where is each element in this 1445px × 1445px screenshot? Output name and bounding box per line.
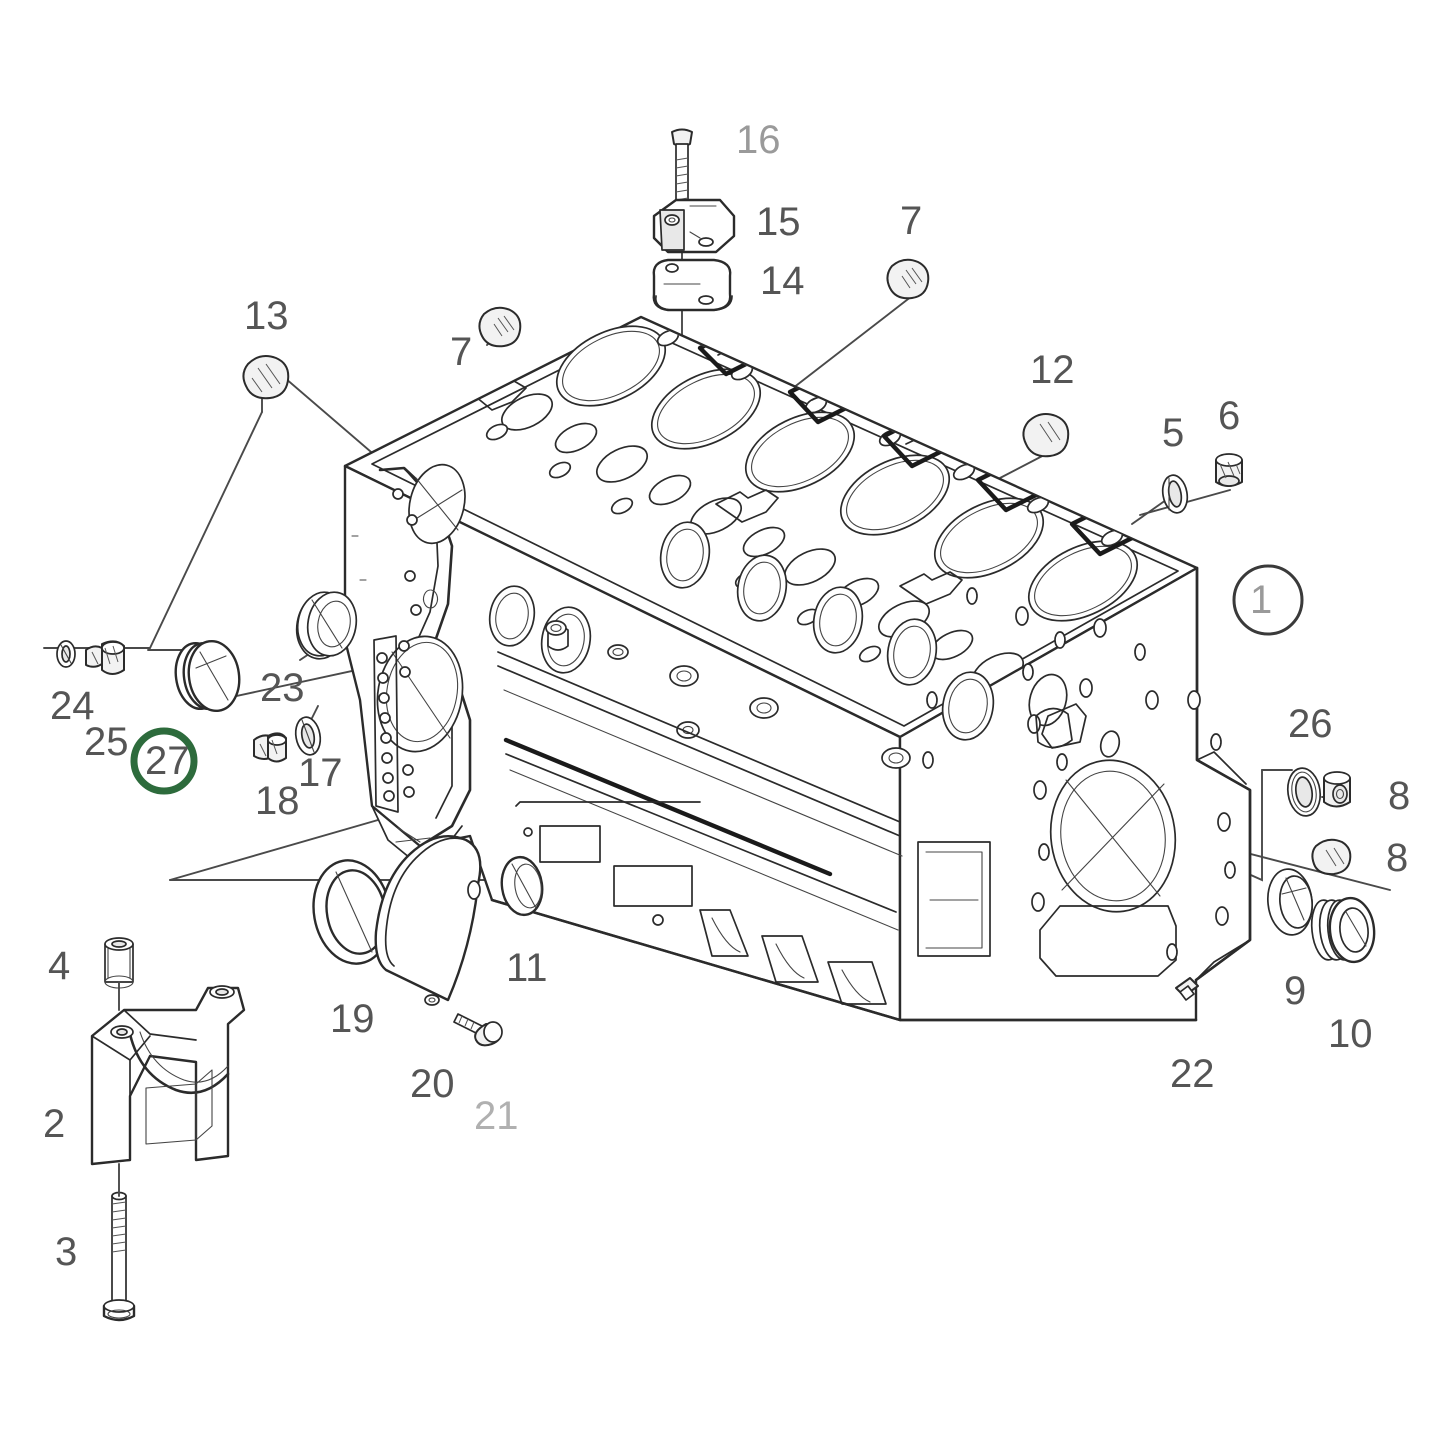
callout-label-26[interactable]: 26 — [1288, 702, 1333, 746]
part-24-sealing-ring — [56, 640, 76, 668]
part-23-sleeve-bushing — [296, 591, 358, 657]
part-2-main-bearing-cap — [90, 985, 246, 1166]
callout-label-27-highlighted[interactable]: 27 — [145, 739, 190, 783]
part-22-dowel-pin — [1175, 977, 1199, 1001]
callout-label-17[interactable]: 17 — [298, 751, 343, 795]
callout-label-5[interactable]: 5 — [1162, 411, 1185, 455]
callout-label-12[interactable]: 12 — [1030, 348, 1075, 392]
callout-label-11[interactable]: 11 — [506, 946, 548, 990]
callout-label-15[interactable]: 15 — [756, 200, 801, 244]
callout-label-4[interactable]: 4 — [48, 944, 71, 988]
part-8a-screw-plug — [1323, 771, 1351, 808]
callout-label-18[interactable]: 18 — [255, 779, 300, 823]
callout-label-8b[interactable]: 8 — [1386, 836, 1409, 880]
rear-face-holes — [922, 587, 1236, 961]
part-13-core-plug — [242, 355, 290, 400]
cylinder-block-casting — [295, 315, 1252, 1022]
tappet-bosses — [545, 620, 911, 769]
callout-label-3[interactable]: 3 — [55, 1230, 78, 1274]
part-3-cap-bolt — [102, 981, 136, 1322]
part-5-sealing-ring — [1161, 474, 1189, 514]
part-9-o-ring — [1267, 868, 1313, 936]
callout-label-16[interactable]: 16 — [736, 118, 781, 162]
callout-label-24[interactable]: 24 — [50, 684, 95, 728]
callout-label-14[interactable]: 14 — [760, 259, 805, 303]
callout-label-7a[interactable]: 7 — [450, 330, 473, 374]
part-8b-screw-plug — [1311, 838, 1352, 876]
callout-label-21[interactable]: 21 — [474, 1094, 519, 1138]
part-7b-core-plug — [886, 258, 930, 300]
callout-label-2[interactable]: 2 — [43, 1102, 66, 1146]
callout-label-7b[interactable]: 7 — [900, 199, 923, 243]
part-15-cover-bracket — [652, 198, 736, 254]
callout-label-23[interactable]: 23 — [260, 666, 305, 710]
part-11-core-plug — [500, 855, 544, 917]
part-6-screw-plug — [1215, 453, 1243, 487]
highlight-circle-27 — [130, 727, 198, 795]
part-21-hex-flange-bolt — [453, 1013, 503, 1047]
part-7a-core-plug — [478, 306, 522, 348]
part-10-threaded-bushing — [1310, 896, 1376, 964]
part-14-cover-plate — [652, 258, 733, 312]
callout-label-22[interactable]: 22 — [1170, 1052, 1215, 1096]
callout-label-6[interactable]: 6 — [1218, 394, 1241, 438]
callout-label-1[interactable]: 1 — [1250, 578, 1273, 622]
part-26-sealing-ring — [1286, 767, 1322, 817]
callout-label-20[interactable]: 20 — [410, 1062, 455, 1106]
callout-label-8a[interactable]: 8 — [1388, 774, 1411, 818]
callout-circle-1 — [1232, 564, 1304, 636]
part-17-sealing-washer — [294, 716, 322, 756]
part-4-dowel-pin — [104, 937, 134, 989]
callout-label-25[interactable]: 25 — [84, 720, 129, 764]
callout-label-13[interactable]: 13 — [244, 294, 289, 338]
callout-label-19[interactable]: 19 — [330, 997, 375, 1041]
part-12-core-plug — [1022, 413, 1070, 458]
callout-label-9[interactable]: 9 — [1284, 969, 1307, 1013]
oil-gallery-lines — [497, 651, 903, 931]
part-18-screw-plug-small — [253, 732, 287, 763]
side-windows — [515, 801, 887, 1005]
part-25-screw-plug — [85, 640, 125, 675]
front-flange-holes — [376, 640, 415, 802]
part-20-cover-plate — [374, 835, 482, 1006]
callout-label-10[interactable]: 10 — [1328, 1012, 1373, 1056]
cylinder-bores — [555, 325, 1139, 622]
part-27-core-plug-large — [174, 639, 241, 713]
